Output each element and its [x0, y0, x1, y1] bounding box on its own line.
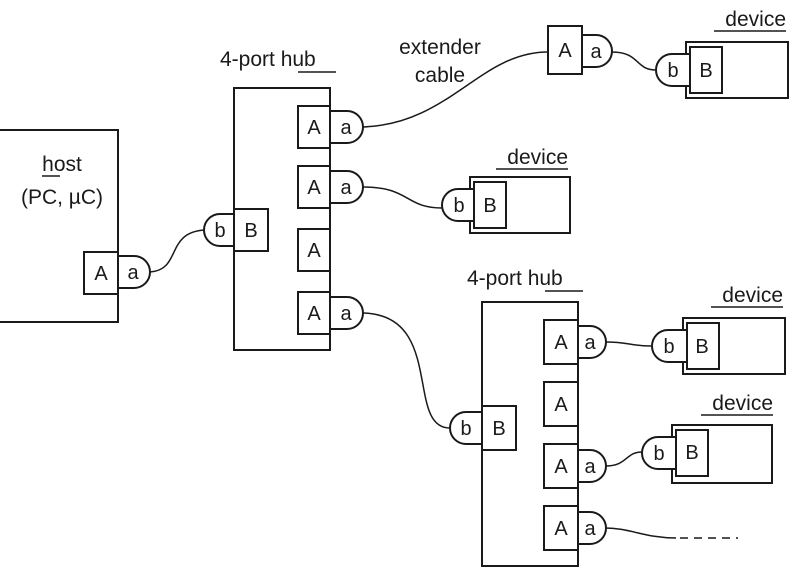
svg-text:B: B [695, 336, 708, 358]
hub1-port-2: A a [297, 165, 364, 209]
host-port-a: A a [83, 251, 151, 295]
cable-hub2-to-more [604, 527, 677, 539]
device3-label: device [722, 284, 783, 307]
svg-text:B: B [244, 220, 257, 242]
hub-1: 4-port hub b B A a A a A A a [203, 48, 364, 351]
svg-text:a: a [127, 262, 139, 284]
svg-text:b: b [453, 195, 464, 217]
svg-text:a: a [584, 456, 596, 478]
extender-socket: A a [547, 25, 613, 75]
hub1-port-4: A a [297, 291, 364, 335]
svg-text:A: A [307, 240, 321, 262]
svg-text:A: A [307, 303, 321, 325]
host-title: host [42, 153, 82, 176]
cable-hub1-to-device2 [362, 186, 443, 209]
svg-text:a: a [590, 41, 602, 63]
hub2-port-2: A [543, 381, 579, 427]
svg-text:B: B [685, 442, 698, 464]
cables [149, 51, 738, 539]
svg-text:A: A [307, 177, 321, 199]
hub1-port-3: A [297, 228, 331, 272]
svg-text:A: A [558, 40, 572, 62]
hub2-port-4: A a [543, 505, 607, 551]
device-1: device B b [655, 8, 789, 99]
svg-text:a: a [340, 117, 352, 139]
hub-2: 4-port hub b B A a A A a A a [449, 267, 607, 567]
svg-text:b: b [214, 220, 225, 242]
hub2-upstream-port: b B [449, 405, 517, 451]
svg-text:A: A [554, 394, 568, 416]
svg-text:A: A [94, 263, 108, 285]
svg-text:b: b [667, 60, 678, 82]
svg-text:B: B [492, 418, 505, 440]
svg-text:a: a [340, 177, 352, 199]
cable-hub1-to-hub2 [362, 312, 451, 429]
svg-text:b: b [460, 418, 471, 440]
host-subtitle: (PC, µC) [21, 186, 103, 209]
extender-label-line2: cable [415, 64, 465, 87]
hub2-port-1: A a [543, 319, 607, 365]
extender-cable [362, 51, 549, 128]
extender: extender cable A a [399, 25, 613, 87]
hub2-port-3: A a [543, 443, 607, 489]
cable-hub2-to-device3 [604, 341, 652, 347]
hub1-port-1: A a [297, 105, 364, 149]
svg-text:b: b [663, 336, 674, 358]
cable-hub2-to-device4 [604, 451, 643, 467]
svg-text:B: B [699, 60, 712, 82]
svg-text:B: B [483, 195, 496, 217]
svg-text:a: a [340, 303, 352, 325]
device-4: device B b [641, 392, 773, 484]
cable-extender-to-device1 [611, 51, 657, 71]
svg-text:b: b [653, 443, 664, 465]
svg-text:A: A [307, 117, 321, 139]
device2-label: device [507, 146, 568, 169]
svg-text:A: A [554, 332, 568, 354]
svg-text:A: A [554, 456, 568, 478]
hub2-label: 4-port hub [467, 267, 563, 290]
device-3: device B b [651, 284, 786, 375]
svg-text:a: a [584, 332, 596, 354]
cable-host-to-hub1 [149, 229, 206, 273]
extender-label-line1: extender [399, 36, 481, 59]
svg-text:A: A [554, 518, 568, 540]
device1-label: device [725, 8, 786, 31]
hub1-upstream-port: b B [203, 208, 269, 252]
host: host (PC, µC) A a [0, 129, 151, 323]
device4-label: device [712, 392, 773, 415]
hub1-label: 4-port hub [220, 48, 316, 71]
svg-text:a: a [584, 518, 596, 540]
device-2: device B b [441, 146, 571, 234]
